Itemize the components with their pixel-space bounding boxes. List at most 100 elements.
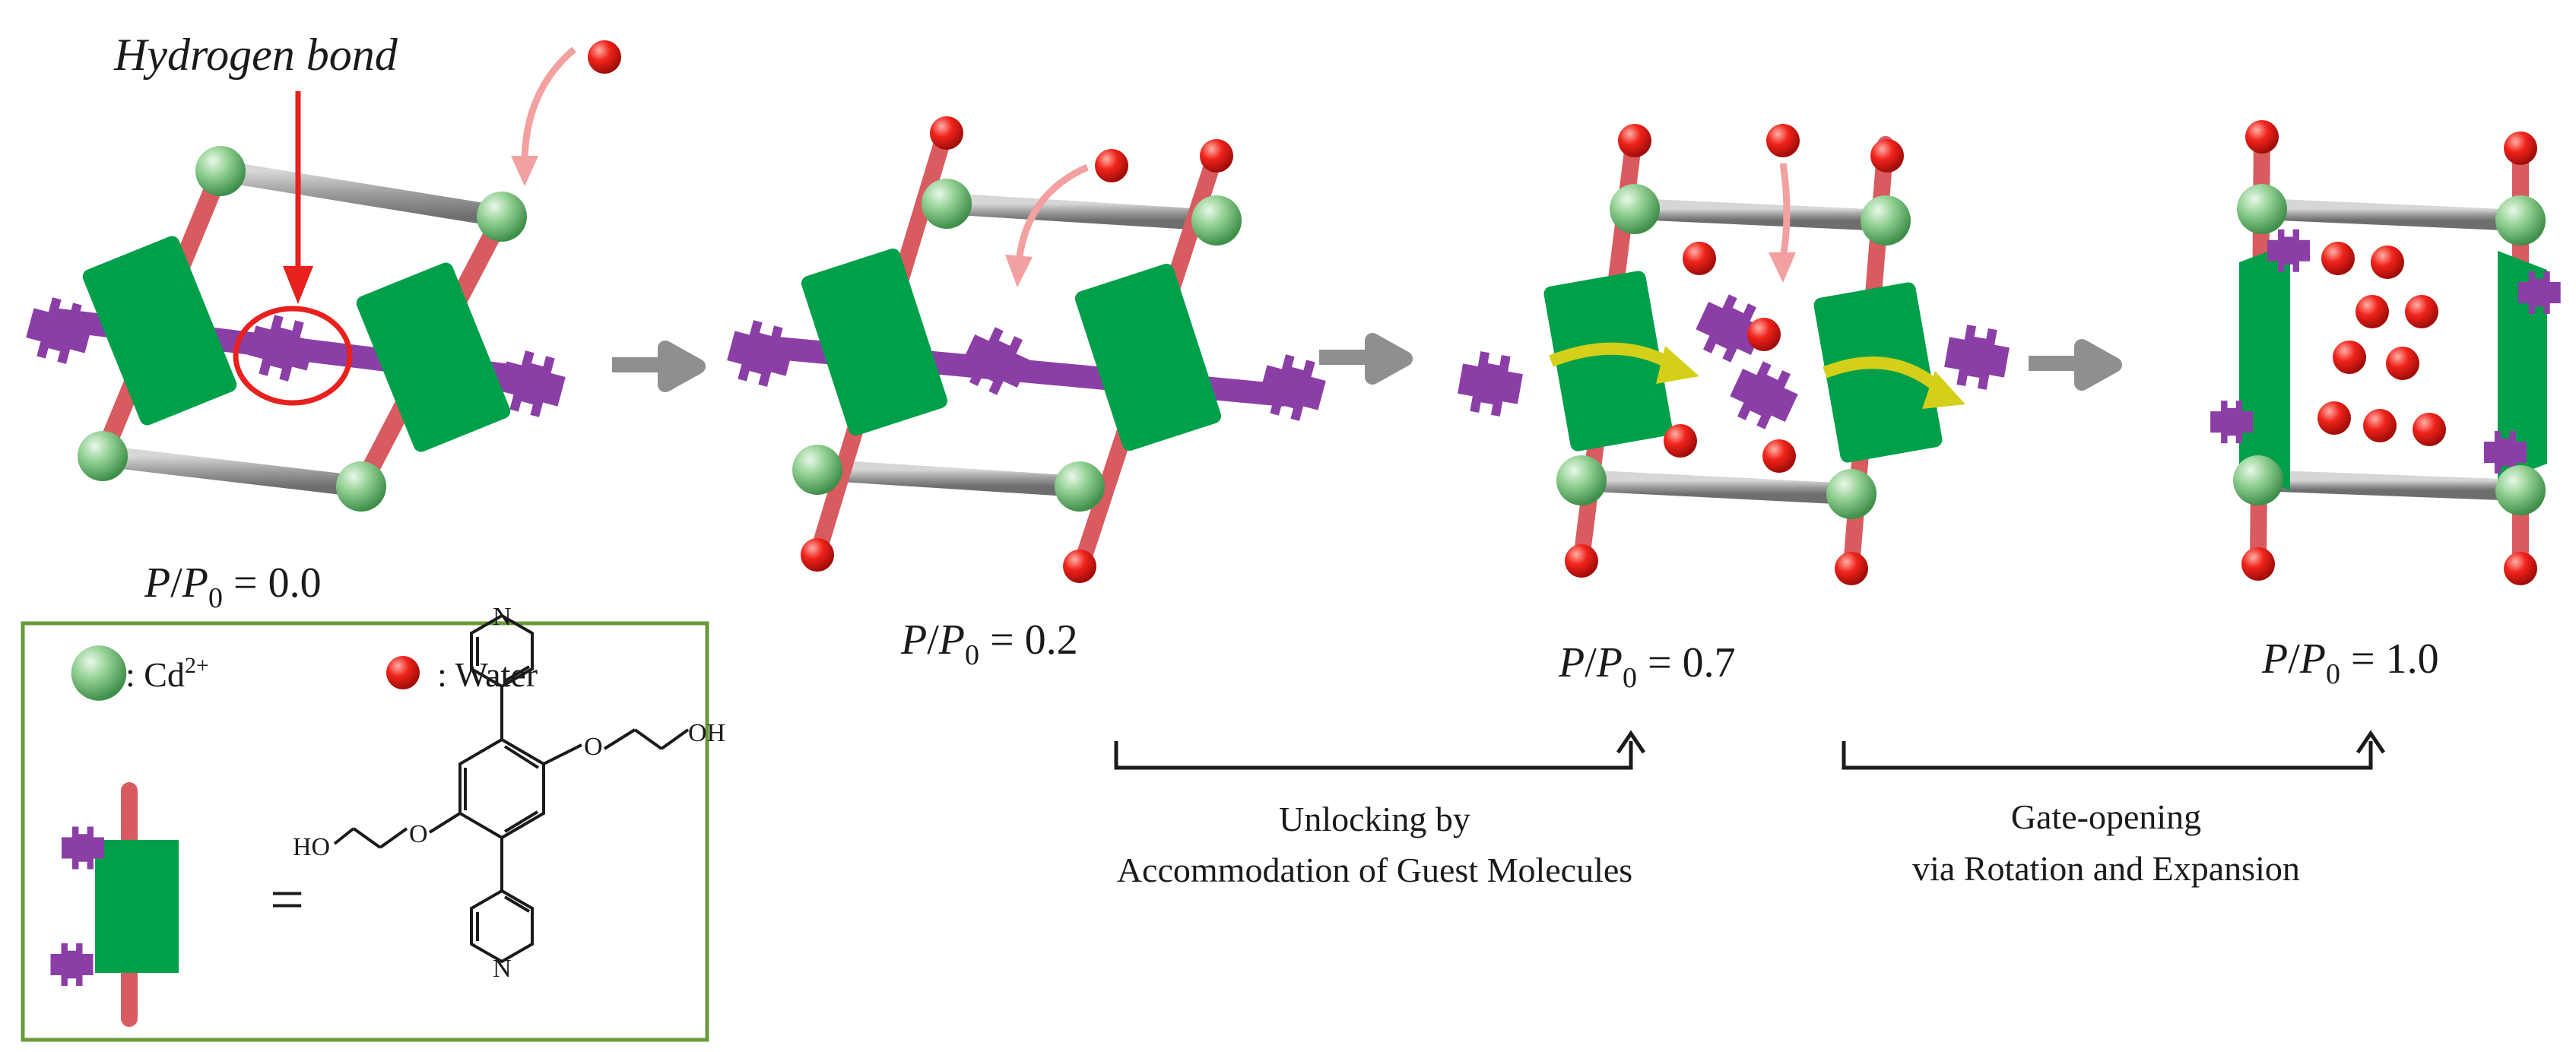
water-molecule [2317,401,2351,435]
pressure-label-0: P/P0 = 0.0 [144,559,322,614]
water-molecule [1683,242,1716,275]
water-molecule [2245,120,2279,154]
equals-sign: = [270,867,304,933]
rod [1571,470,1862,505]
pink-arrow [1779,163,1791,259]
cd-ion [2495,195,2546,246]
cd-ion [2233,455,2283,505]
water-molecule [801,538,834,572]
green-linker [356,262,511,452]
rotation-arrow [1549,342,1676,370]
rotation-arrow-head [1656,346,1699,384]
hydrogen-bond-label: Hydrogen bond [113,30,398,80]
water-molecule [2363,409,2397,442]
cd-ion [1861,195,1911,246]
o-atom-left: O [409,820,428,848]
purple-linker-end [22,293,97,368]
pink-arrow [521,46,576,164]
cd-legend-label: : Cd2+ [125,653,209,694]
cd-ion [1610,184,1660,234]
cd-ion [922,179,972,229]
green-linker [801,248,948,436]
gray-arrow [2029,339,2122,391]
water-molecule [2386,347,2419,380]
step-caption-line1: Gate-opening [2011,797,2201,836]
water-molecule [2356,295,2389,328]
purple-linker-end [723,316,798,391]
rod [936,193,1227,231]
water-molecule [1747,318,1781,351]
pressure-label-3: P/P0 = 1.0 [2261,635,2439,690]
progression-arrows [612,333,2122,392]
svg-text:P/P0 = 0.7: P/P0 = 0.7 [1558,639,1736,694]
water-molecule [2241,547,2275,581]
water-molecule [1200,139,1233,173]
panel-0-0: Hydrogen bond [22,30,621,512]
cd-ion [195,146,246,196]
n-atom-bottom: N [493,955,512,983]
step-caption-line2: Accommodation of Guest Molecules [1117,851,1632,889]
legend-box: : Cd2+ : Water = [21,603,725,1042]
purple-linker-end [1723,354,1805,436]
legend-green-linker [95,840,179,973]
rotation-arrow-head [1922,371,1965,409]
purple-linker-end [1455,348,1526,420]
cd-ion [1055,461,1105,512]
ligand-structure [333,613,690,964]
rod [2251,198,2531,231]
cd-ion [2237,184,2287,234]
gray-arrow [612,341,706,392]
water-molecule [1664,424,1697,458]
step-caption-line2: via Rotation and Expansion [1912,849,2300,888]
step-bracket-unlocking: Unlocking by Accommodation of Guest Mole… [1114,730,1646,889]
green-linker [82,236,237,426]
pink-arrow-head [1005,255,1033,287]
panel-0-2 [723,116,1330,583]
n-atom-top: N [493,603,512,631]
rod [807,459,1090,497]
cd-ion [1826,469,1876,519]
water-molecule [588,40,621,74]
purple-linker-end [1941,322,2013,393]
oh-group: OH [688,719,725,747]
water-molecule [2405,295,2438,328]
svg-text:P/P0 = 0.0: P/P0 = 0.0 [144,559,322,614]
panel-1-0 [2210,120,2561,585]
green-linker [1074,263,1222,452]
green-linker [2239,243,2290,490]
water-molecule [1870,139,1904,173]
ho-group: HO [293,833,330,861]
water-molecule [1095,149,1128,182]
pressure-label-2: P/P0 = 0.7 [1558,639,1736,694]
water-molecule [930,116,963,150]
water-legend-icon [386,656,420,689]
water-molecule [2504,552,2537,585]
green-linker [1543,271,1673,452]
svg-text:P/P0 = 1.0: P/P0 = 1.0 [2261,635,2439,690]
green-linker [1813,282,1943,463]
water-molecule [2321,242,2355,275]
water-molecule [1618,124,1651,157]
svg-text:P/P0 = 0.2: P/P0 = 0.2 [900,616,1078,671]
cd-legend-icon [71,645,127,701]
water-molecule [2371,246,2404,279]
pink-arrow-head [511,156,538,186]
water-molecule [1766,124,1800,157]
hydrogen-bond-circle [233,306,353,406]
cd-ion [1191,195,1242,246]
pink-arrow [1015,163,1089,263]
gray-arrow [1319,333,1413,385]
pressure-label-1: P/P0 = 0.2 [900,616,1078,671]
cd-ion [1556,455,1607,505]
cd-ion [2495,465,2546,515]
rod [2248,470,2531,501]
cd-ion [477,192,527,242]
rod [1624,198,1896,231]
step-caption-line1: Unlocking by [1279,800,1470,838]
cd-ion [336,461,386,512]
cd-ion [792,445,842,495]
panel-0-7 [1455,124,2013,585]
rod [92,445,372,497]
purple-linker-end [955,320,1037,402]
pink-arrow-head [1769,252,1796,283]
